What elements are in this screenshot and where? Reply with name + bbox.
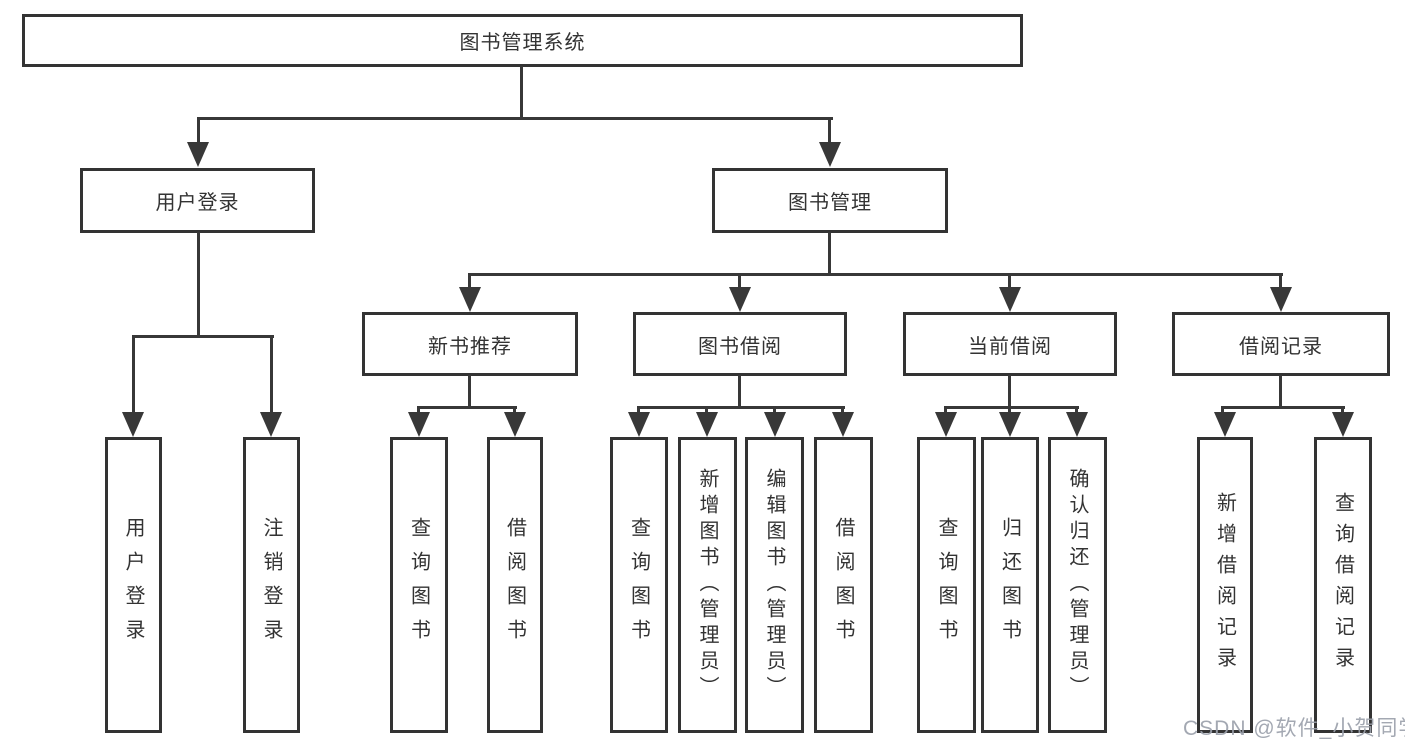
connector-line bbox=[132, 335, 274, 338]
connector-line bbox=[705, 406, 708, 416]
arrow-down-icon bbox=[999, 412, 1021, 437]
connector-line bbox=[738, 273, 741, 290]
connector-line bbox=[944, 406, 947, 416]
leaf-query-books-current: 查询图书 bbox=[917, 437, 976, 733]
arrow-down-icon bbox=[459, 287, 481, 312]
arrow-down-icon bbox=[999, 287, 1021, 312]
leaf-return-books: 归还图书 bbox=[981, 437, 1039, 733]
connector-line bbox=[1279, 273, 1282, 290]
leaf-add-borrow-record: 新增借阅记录 bbox=[1197, 437, 1253, 733]
connector-line bbox=[513, 406, 516, 416]
connector-line bbox=[417, 406, 517, 409]
arrow-down-icon bbox=[696, 412, 718, 437]
node-root: 图书管理系统 bbox=[22, 14, 1023, 67]
leaf-borrow-books-recommend: 借阅图书 bbox=[487, 437, 543, 733]
arrow-down-icon bbox=[187, 142, 209, 167]
connector-line bbox=[828, 232, 831, 275]
connector-line bbox=[468, 375, 471, 408]
arrow-down-icon bbox=[1332, 412, 1354, 437]
arrow-down-icon bbox=[1270, 287, 1292, 312]
connector-line bbox=[1221, 406, 1224, 416]
arrow-down-icon bbox=[260, 412, 282, 437]
arrow-down-icon bbox=[819, 142, 841, 167]
node-book-management: 图书管理 bbox=[712, 168, 948, 233]
arrow-down-icon bbox=[408, 412, 430, 437]
leaf-query-borrow-record: 查询借阅记录 bbox=[1314, 437, 1372, 733]
node-current-borrowing: 当前借阅 bbox=[903, 312, 1117, 376]
connector-line bbox=[197, 117, 200, 147]
connector-line bbox=[773, 406, 776, 416]
connector-line bbox=[944, 406, 1079, 409]
node-book-borrowing: 图书借阅 bbox=[633, 312, 847, 376]
connector-line bbox=[197, 232, 200, 336]
node-new-book-recommend: 新书推荐 bbox=[362, 312, 578, 376]
arrow-down-icon bbox=[628, 412, 650, 437]
connector-line bbox=[417, 406, 420, 416]
arrow-down-icon bbox=[122, 412, 144, 437]
leaf-user-login: 用户登录 bbox=[105, 437, 162, 733]
connector-line bbox=[132, 335, 135, 413]
connector-line bbox=[738, 375, 741, 408]
connector-line bbox=[841, 406, 844, 416]
connector-line bbox=[468, 273, 1283, 276]
node-borrowing-records: 借阅记录 bbox=[1172, 312, 1390, 376]
arrow-down-icon bbox=[729, 287, 751, 312]
connector-line bbox=[1008, 375, 1011, 408]
node-user-login: 用户登录 bbox=[80, 168, 315, 233]
connector-line bbox=[1008, 406, 1011, 416]
leaf-borrow-books-borrowing: 借阅图书 bbox=[814, 437, 873, 733]
connector-line bbox=[1341, 406, 1344, 416]
connector-line bbox=[637, 406, 845, 409]
connector-line bbox=[828, 117, 831, 147]
leaf-confirm-return-admin: 确认归还（管理员） bbox=[1048, 437, 1107, 733]
connector-line bbox=[270, 335, 273, 413]
watermark: CSDN @软件_小贺同学 bbox=[1183, 717, 1405, 740]
leaf-add-books-admin: 新增图书（管理员） bbox=[678, 437, 737, 733]
leaf-query-books-borrowing: 查询图书 bbox=[610, 437, 668, 733]
connector-line bbox=[637, 406, 640, 416]
connector-line bbox=[520, 66, 523, 119]
arrow-down-icon bbox=[1214, 412, 1236, 437]
leaf-logout-login: 注销登录 bbox=[243, 437, 300, 733]
arrow-down-icon bbox=[832, 412, 854, 437]
connector-line bbox=[1008, 273, 1011, 290]
connector-line bbox=[1279, 375, 1282, 408]
connector-line bbox=[1075, 406, 1078, 416]
arrow-down-icon bbox=[764, 412, 786, 437]
arrow-down-icon bbox=[1066, 412, 1088, 437]
leaf-query-books-recommend: 查询图书 bbox=[390, 437, 448, 733]
connector-line bbox=[197, 117, 833, 120]
connector-line bbox=[468, 273, 471, 290]
arrow-down-icon bbox=[935, 412, 957, 437]
connector-line bbox=[1221, 406, 1345, 409]
leaf-edit-books-admin: 编辑图书（管理员） bbox=[745, 437, 804, 733]
arrow-down-icon bbox=[504, 412, 526, 437]
